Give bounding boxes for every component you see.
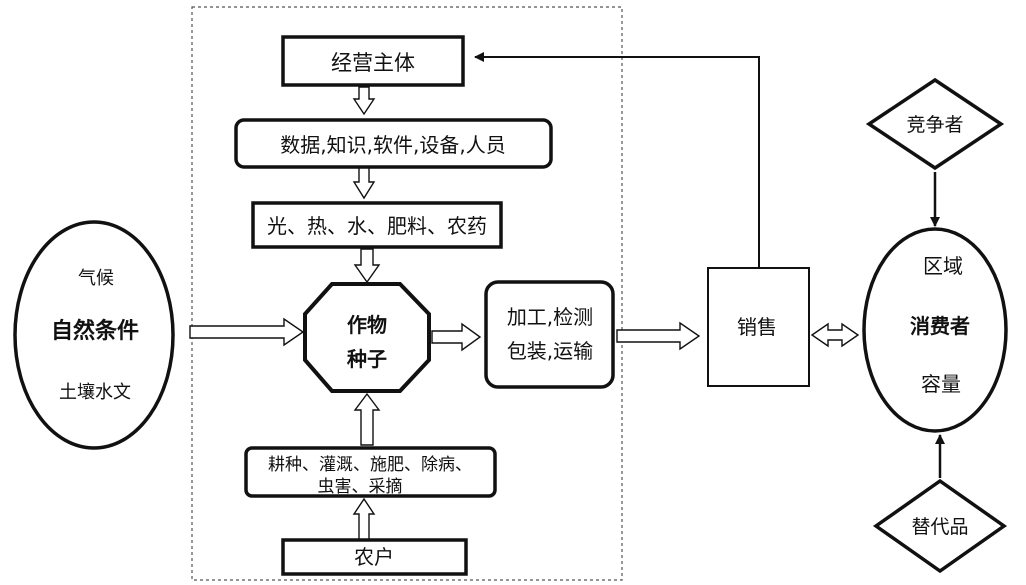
operations-label-line2: 虫害、采摘 <box>318 477 403 497</box>
sales-label: 销售 <box>737 315 777 339</box>
processing-box <box>484 280 615 389</box>
operations-label-line1: 耕种、灌溉、施肥、除病、 <box>268 455 472 475</box>
market-label-line1: 区域 <box>923 254 963 278</box>
hollow-arrow-down-1 <box>352 86 376 116</box>
hollow-arrow-down-2 <box>352 167 376 200</box>
crop-label-line2: 种子 <box>346 347 387 371</box>
natural-main-label: 自然条件 <box>51 318 139 344</box>
crop-label-line1: 作物 <box>347 313 387 337</box>
farmer-label: 农户 <box>354 545 394 569</box>
hollow-arrow-up-operations <box>353 392 381 446</box>
competitor-diamond <box>865 77 1005 171</box>
competitor-label: 竞争者 <box>906 114 963 136</box>
market-label-line2: 消费者 <box>910 314 970 338</box>
hollow-arrow-down-3 <box>353 248 381 284</box>
inputs-box <box>251 201 503 249</box>
substitute-diamond <box>872 478 1008 574</box>
operations-box <box>244 446 497 498</box>
farmer-box <box>281 538 468 576</box>
operator-label: 经营主体 <box>331 51 415 75</box>
hollow-double-arrow-sales-market <box>810 322 860 348</box>
operator-box <box>281 35 465 87</box>
crop-octagon <box>303 282 431 393</box>
hollow-arrow-up-farmer <box>352 497 376 541</box>
natural-conditions-ellipse <box>13 220 175 450</box>
hollow-arrow-right-crop <box>431 322 482 352</box>
natural-top-label: 气候 <box>78 268 114 289</box>
processing-label-line1: 加工,检测 <box>507 305 593 329</box>
feedback-arrow-sales-to-operator <box>474 52 760 267</box>
market-ellipse <box>862 227 1008 433</box>
inputs-label: 光、热、水、肥料、农药 <box>267 214 487 238</box>
hollow-arrow-right-processing <box>616 321 701 351</box>
resources-box <box>234 118 553 169</box>
hollow-arrow-right-natural <box>189 317 305 347</box>
sales-box <box>707 267 810 387</box>
enterprise-boundary <box>191 6 623 581</box>
processing-label-line2: 包装,运输 <box>507 339 593 363</box>
substitute-label: 替代品 <box>911 516 968 538</box>
market-label-line3: 容量 <box>921 372 961 396</box>
natural-bottom-label: 土壤水文 <box>59 382 131 403</box>
resources-label: 数据,知识,软件,设备,人员 <box>280 133 505 157</box>
